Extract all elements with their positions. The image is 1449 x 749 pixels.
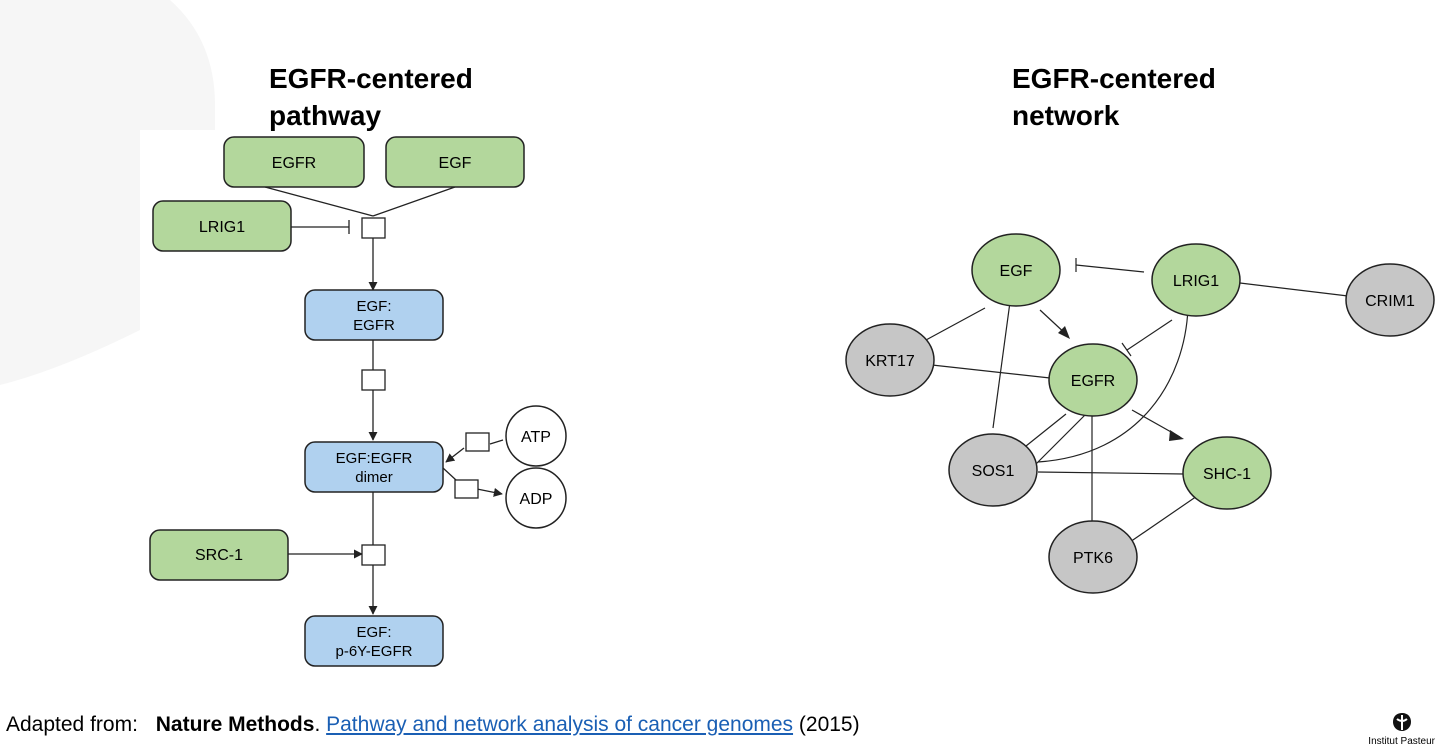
svg-text:dimer: dimer bbox=[355, 469, 393, 486]
citation-prefix: Adapted from: bbox=[6, 713, 138, 736]
pathway-node-egf: EGF bbox=[385, 136, 525, 188]
svg-text:SHC-1: SHC-1 bbox=[1203, 466, 1251, 483]
svg-text:ATP: ATP bbox=[521, 429, 551, 446]
svg-text:p-6Y-EGFR: p-6Y-EGFR bbox=[336, 643, 413, 660]
svg-text:EGF:: EGF: bbox=[356, 624, 391, 641]
svg-text:EGF: EGF bbox=[439, 155, 472, 172]
svg-text:CRIM1: CRIM1 bbox=[1365, 293, 1415, 310]
network-node-lrig1: LRIG1 bbox=[1151, 243, 1241, 317]
network-node-egf: EGF bbox=[971, 233, 1061, 307]
logo-text: Institut Pasteur bbox=[1368, 736, 1435, 747]
pathway-node-atp: ATP bbox=[505, 405, 567, 467]
pathway-node-lrig1: LRIG1 bbox=[152, 200, 292, 252]
svg-text:EGF:: EGF: bbox=[356, 298, 391, 315]
network-title: EGFR-centered network bbox=[1012, 63, 1216, 131]
svg-text:KRT17: KRT17 bbox=[865, 353, 915, 370]
pasteur-emblem-icon bbox=[1392, 713, 1411, 731]
pathway-node-egf-egfr: EGF: EGFR bbox=[304, 289, 444, 341]
svg-text:EGFR: EGFR bbox=[272, 155, 316, 172]
citation: Adapted from: Nature Methods. Pathway an… bbox=[6, 713, 860, 737]
svg-text:EGFR: EGFR bbox=[1071, 373, 1115, 390]
svg-text:LRIG1: LRIG1 bbox=[1173, 273, 1219, 290]
network-node-ptk6: PTK6 bbox=[1048, 520, 1138, 594]
background-decoration bbox=[0, 0, 215, 385]
svg-text:LRIG1: LRIG1 bbox=[199, 219, 245, 236]
pathway-node-egfr: EGFR bbox=[223, 136, 365, 188]
pathway-node-dimer: EGF:EGFR dimer bbox=[304, 441, 444, 493]
pathway-node-src1: SRC-1 bbox=[149, 529, 289, 581]
citation-separator: . bbox=[314, 713, 321, 736]
citation-article-link[interactable]: Pathway and network analysis of cancer g… bbox=[326, 713, 794, 736]
network-node-krt17: KRT17 bbox=[845, 323, 935, 397]
svg-text:EGF:EGFR: EGF:EGFR bbox=[336, 450, 413, 467]
svg-text:SRC-1: SRC-1 bbox=[195, 547, 243, 564]
pathway-title: EGFR-centered pathway bbox=[269, 63, 473, 131]
citation-year: (2015) bbox=[798, 713, 860, 736]
svg-text:EGF: EGF bbox=[1000, 263, 1033, 280]
network-node-egfr: EGFR bbox=[1048, 343, 1138, 417]
pathway-node-adp: ADP bbox=[505, 467, 567, 529]
citation-journal: Nature Methods bbox=[155, 713, 315, 736]
svg-text:ADP: ADP bbox=[520, 491, 553, 508]
svg-text:SOS1: SOS1 bbox=[972, 463, 1015, 480]
pathway-node-product: EGF: p-6Y-EGFR bbox=[304, 615, 444, 667]
institut-pasteur-logo: Institut Pasteur bbox=[1368, 711, 1435, 747]
network-node-crim1: CRIM1 bbox=[1345, 263, 1435, 337]
network-node-sos1: SOS1 bbox=[948, 433, 1038, 507]
network-node-shc1: SHC-1 bbox=[1182, 436, 1272, 510]
svg-text:PTK6: PTK6 bbox=[1073, 550, 1113, 567]
svg-text:EGFR: EGFR bbox=[353, 317, 395, 334]
